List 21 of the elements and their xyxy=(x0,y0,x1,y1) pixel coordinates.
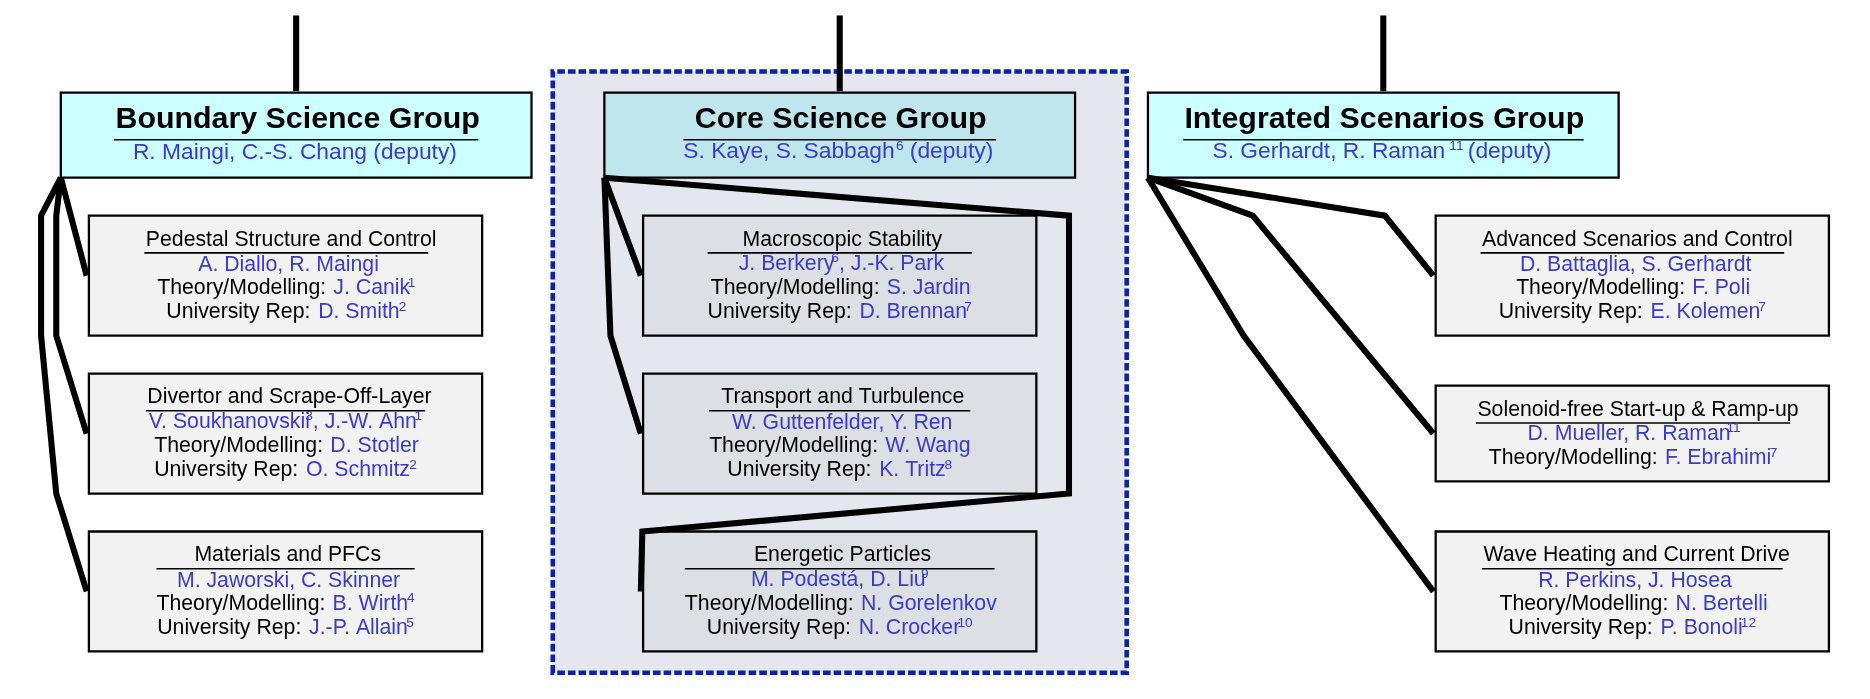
node-box: Pedestal Structure and Control A. Diallo, R. Maingi Theory/Modelling: J. Canik$^{1}$ University Rep: D. Smith$^{2}$ xyxy=(87,214,484,337)
connector xyxy=(38,176,90,593)
node-box: Wave Heating and Current Drive R. Perkins, J. Hosea Theory/Modelling: N. Bertelli University Rep: P. Bonoli$^{12}$ xyxy=(1434,530,1831,653)
node-box: Transport and Turbulence W. Guttenfelder, Y. Ren Theory/Modelling: W. Wang University Rep: K. Tritz$^{8}$ xyxy=(641,372,1038,495)
connector xyxy=(1146,174,1436,436)
connector xyxy=(604,174,1073,592)
cluster xyxy=(550,69,1129,675)
node-box: Macroscopic Stability J. Berkery$^{6}$, J.-K. Park Theory/Modelling: S. Jardin University Rep: D. Brennan$^{7}$ xyxy=(641,214,1038,337)
node-box: Solenoid-free Start-up & Ramp-up D. Mueller, R. Raman$^{11}$ Theory/Modelling: F. Ebrahimi$^{7}$ xyxy=(1434,384,1831,483)
connector xyxy=(1145,176,1436,594)
connector xyxy=(1147,174,1436,278)
connector xyxy=(53,177,90,435)
connector xyxy=(293,15,300,92)
node-box: Core Science Group S. Kaye, S. Sabbagh$^{6}$ (deputy) xyxy=(603,91,1077,179)
node-box: Integrated Scenarios Group S. Gerhardt, R. Raman$^{11}$ (deputy) xyxy=(1146,91,1620,179)
connector xyxy=(1380,15,1387,92)
connector xyxy=(601,177,644,435)
node-box: Materials and PFCs M. Jaworski, C. Skinner Theory/Modelling: B. Wirth$^{4}$ University Rep: J.-P. Allain$^{5}$ xyxy=(87,530,484,653)
node-box: Advanced Scenarios and Control D. Battaglia, S. Gerhardt Theory/Modelling: F. Poli University Rep: E. Kolemen$^{7}$ xyxy=(1434,214,1831,337)
connector xyxy=(836,15,843,92)
node-box: Boundary Science Group R. Maingi, C.-S. Chang (deputy) xyxy=(59,91,533,179)
